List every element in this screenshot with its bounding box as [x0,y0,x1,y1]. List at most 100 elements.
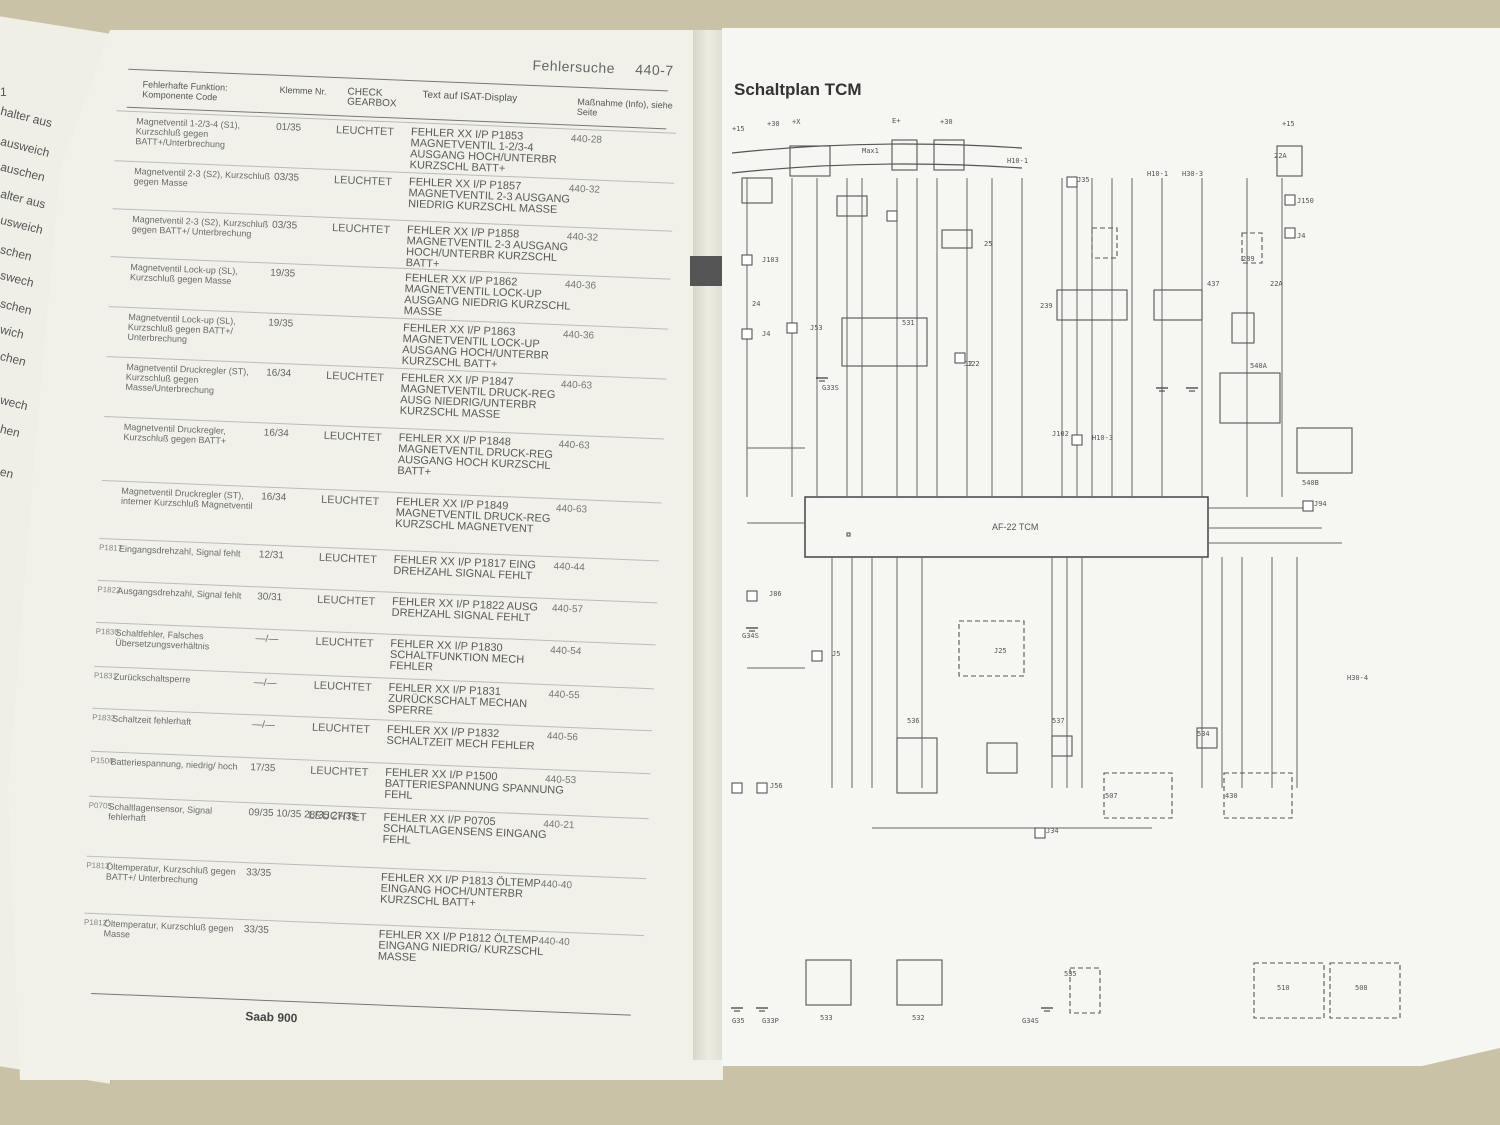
row-function: Schaltlagensensor, Signal fehlerhaft [108,801,213,824]
row-function: Magnetventil 2-3 (S2), Kurzschluß gegen … [133,166,271,189]
row-isat-text: FEHLER XX I/P P1812 ÖLTEMP EINGANG NIEDR… [377,928,544,964]
row-reference: 440-56 [546,731,579,744]
component-box [958,620,1025,677]
component-label: J2 [964,360,972,368]
component-box [1091,227,1118,259]
row-terminal: 33/35 [243,924,270,937]
component-label: 289 [1242,255,1255,263]
row-function: Zurückschaltsperre [113,671,191,685]
col-header-measure: Maßnahme (Info), siehe Seite [576,96,673,118]
component-box [789,145,831,177]
component-box [1056,289,1128,321]
component-label: 510 [1277,984,1290,992]
component-label: +30 [940,118,953,126]
row-check: LEUCHTET [333,174,393,189]
component-box [1276,145,1303,177]
connector-square [1302,500,1314,512]
col-header-check: CHECK GEARBOX [346,86,397,110]
component-label: 540A [1250,362,1268,370]
row-isat-text: FEHLER XX I/P P1857 MAGNETVENTIL 2-3 AUS… [407,176,571,217]
component-label: J150 [1297,197,1314,205]
tcm-label: AF-22 TCM [992,522,1038,532]
component-label: E+ [892,117,900,125]
component-label: Max1 [862,147,879,155]
row-function: Eingangsdrehzahl, Signal fehlt [118,543,241,559]
component-label: 532 [912,1014,925,1022]
row-terminal: 19/35 [269,267,296,280]
row-function: Batteriespannung, niedrig/ hoch [110,756,238,772]
row-function: Schaltzeit fehlerhaft [111,713,192,727]
component-label: 437 [1207,280,1220,288]
row-isat-text: FEHLER XX I/P P0705 SCHALTLAGENSENS EING… [382,811,547,847]
row-reference: 440-55 [548,689,580,702]
connector-square [731,782,743,794]
row-isat-text: FEHLER XX I/P P1862 MAGNETVENTIL LOCK-UP… [403,272,571,319]
component-box [986,742,1018,774]
component-box [1223,772,1293,819]
row-reference: 440-36 [564,279,597,292]
component-label: J86 [769,590,782,598]
row-check: LEUCHTET [318,551,378,567]
component-label: +15 [1282,120,1295,128]
edge-fragment: 1 [0,85,7,99]
row-check: LEUCHTET [325,369,385,385]
component-box [836,195,868,217]
connector-square [786,322,798,334]
component-label: H30-3 [1182,170,1203,178]
component-label: J5 [832,650,840,658]
row-isat-text: FEHLER XX I/P P1831 ZURÜCKSCHALT MECHAN … [387,681,528,718]
row-function: Schaltfehler, Falsches Übersetzungsverhä… [115,627,210,652]
row-terminal: 12/31 [258,549,285,562]
component-label: J53 [810,324,823,332]
connector-square [741,328,753,340]
component-label: J102 [1052,430,1069,438]
col-header-isat: Text auf ISAT-Display [422,89,518,105]
left-page: Fehlersuche 440-7 Fehlerhafte Funktion: … [8,30,723,1080]
component-label: G33P [762,1017,779,1025]
tcm-box [804,496,1209,558]
row-function: Magnetventil 2-3 (S2), Kurzschluß gegen … [131,214,269,239]
component-label: G33S [822,384,839,392]
row-reference: 440-63 [555,503,588,516]
component-box [1231,312,1255,344]
component-label: J94 [1314,500,1327,508]
supply-bus [731,143,1023,154]
component-label: H10-3 [1092,434,1113,442]
component-label: 239 [1040,302,1053,310]
component-box [896,959,943,1006]
component-label: 540B [1302,479,1319,487]
row-check: LEUCHTET [323,429,382,445]
row-check: LEUCHTET [313,679,372,694]
connector-square [746,590,758,602]
component-label: H10-1 [1147,170,1168,178]
row-check: LEUCHTET [316,593,376,609]
row-terminal: 03/35 [271,219,298,232]
row-reference: 440-32 [568,183,601,196]
connector-square [1066,176,1078,188]
component-label: 531 [902,319,915,327]
component-label: +X [792,118,801,126]
component-label: G34S [1022,1017,1039,1025]
component-label: +30 [767,120,780,128]
component-label: 508 [1355,984,1368,992]
row-terminal: 16/34 [265,367,292,380]
component-box [805,959,852,1006]
row-check: LEUCHTET [320,493,380,509]
row-function: Magnetventil Druckregler (ST), Kurzschlu… [125,361,249,396]
component-label: 534 [1197,730,1210,738]
component-label: 507 [1105,792,1118,800]
component-box [1296,427,1353,474]
connector-square [811,650,823,662]
row-terminal: 16/34 [260,491,287,504]
row-function: Öltemperatur, Kurzschluß gegen BATT+/ Un… [105,861,236,886]
row-terminal: —/— [253,677,277,690]
row-function: Öltemperatur, Kurzschluß gegen Masse [103,918,234,940]
component-label: G35 [732,1017,745,1025]
row-function: Ausgangsdrehzahl, Signal fehlt [117,585,242,601]
component-box [846,532,851,537]
component-box [1103,772,1173,819]
row-function: Magnetventil Lock-up (SL), Kurzschluß ge… [127,311,237,345]
row-isat-text: FEHLER XX I/P P1848 MAGNETVENTIL DRUCK-R… [397,431,554,479]
